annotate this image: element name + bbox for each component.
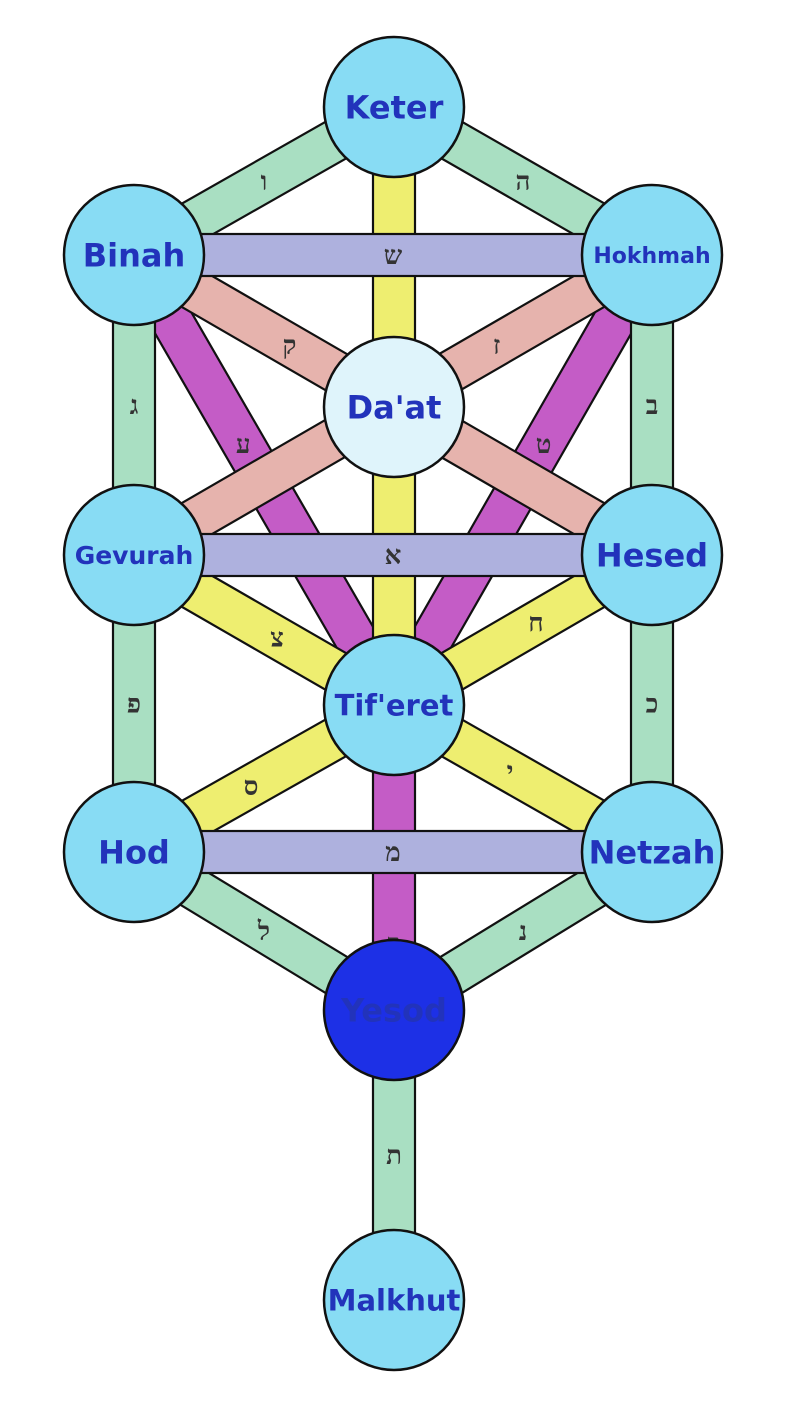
path-hod-netzah xyxy=(132,829,654,875)
path-letter: ק xyxy=(282,331,296,361)
path-letter: ה xyxy=(516,167,531,197)
path-letter: ת xyxy=(386,1141,402,1171)
sefirah-circle xyxy=(62,780,206,924)
sefirah-label: Netzah xyxy=(589,834,716,872)
path-band xyxy=(132,829,654,875)
sefirah-circle xyxy=(322,938,466,1082)
path-letter: א xyxy=(385,541,402,571)
sefirah-label: Da'at xyxy=(347,389,442,427)
path-letter: פ xyxy=(127,690,141,720)
sefirah-label: Hesed xyxy=(596,537,708,575)
path-letter: ז xyxy=(493,331,500,361)
path-letter: ל xyxy=(257,917,270,947)
sefirah-daat: Da'at xyxy=(322,335,466,479)
sefirah-circle xyxy=(322,335,466,479)
sefirah-circle xyxy=(322,35,466,179)
sefirah-malkhut: Malkhut xyxy=(322,1228,466,1372)
sefirah-label: Malkhut xyxy=(328,1283,461,1317)
path-letter: ח xyxy=(528,609,543,639)
path-letter: מ xyxy=(385,838,400,868)
sefirah-tiferet: Tif'eret xyxy=(322,633,466,777)
sefirah-circle xyxy=(580,183,724,327)
sefirah-label: Binah xyxy=(83,237,186,275)
path-letter: ו xyxy=(261,167,268,197)
path-letter: ש xyxy=(384,241,403,271)
sefirah-circle xyxy=(580,780,724,924)
path-letter: צ xyxy=(270,624,284,654)
sefirah-circle xyxy=(322,1228,466,1372)
sefirah-hesed: Hesed xyxy=(580,483,724,627)
sefirah-yesod: Yesod xyxy=(322,938,466,1082)
path-letter: ט xyxy=(536,430,552,460)
sefirah-label: Keter xyxy=(345,89,444,127)
sefirah-label: Hokhmah xyxy=(593,244,710,269)
sefirah-circle xyxy=(62,183,206,327)
sefirah-binah: Binah xyxy=(62,183,206,327)
sefirah-label: Yesod xyxy=(340,992,447,1030)
sefirah-hod: Hod xyxy=(62,780,206,924)
sefirah-circle xyxy=(580,483,724,627)
sefirah-hokhmah: Hokhmah xyxy=(580,183,724,327)
path-letter: ג xyxy=(130,391,139,421)
sefirah-netzah: Netzah xyxy=(580,780,724,924)
path-letter: נ xyxy=(519,917,527,947)
sefirah-circle xyxy=(62,483,206,627)
path-letter: ס xyxy=(244,772,259,802)
path-letter: כ xyxy=(646,690,659,720)
sefirah-label: Gevurah xyxy=(75,541,194,570)
sefirah-keter: Keter xyxy=(322,35,466,179)
sefirah-circle xyxy=(322,633,466,777)
sefirah-label: Hod xyxy=(98,834,170,872)
path-letter: ב xyxy=(646,391,659,421)
path-letter: ע xyxy=(236,430,251,460)
path-letter: י xyxy=(507,757,514,787)
sefirah-gevurah: Gevurah xyxy=(62,483,206,627)
sefirah-label: Tif'eret xyxy=(335,688,454,722)
